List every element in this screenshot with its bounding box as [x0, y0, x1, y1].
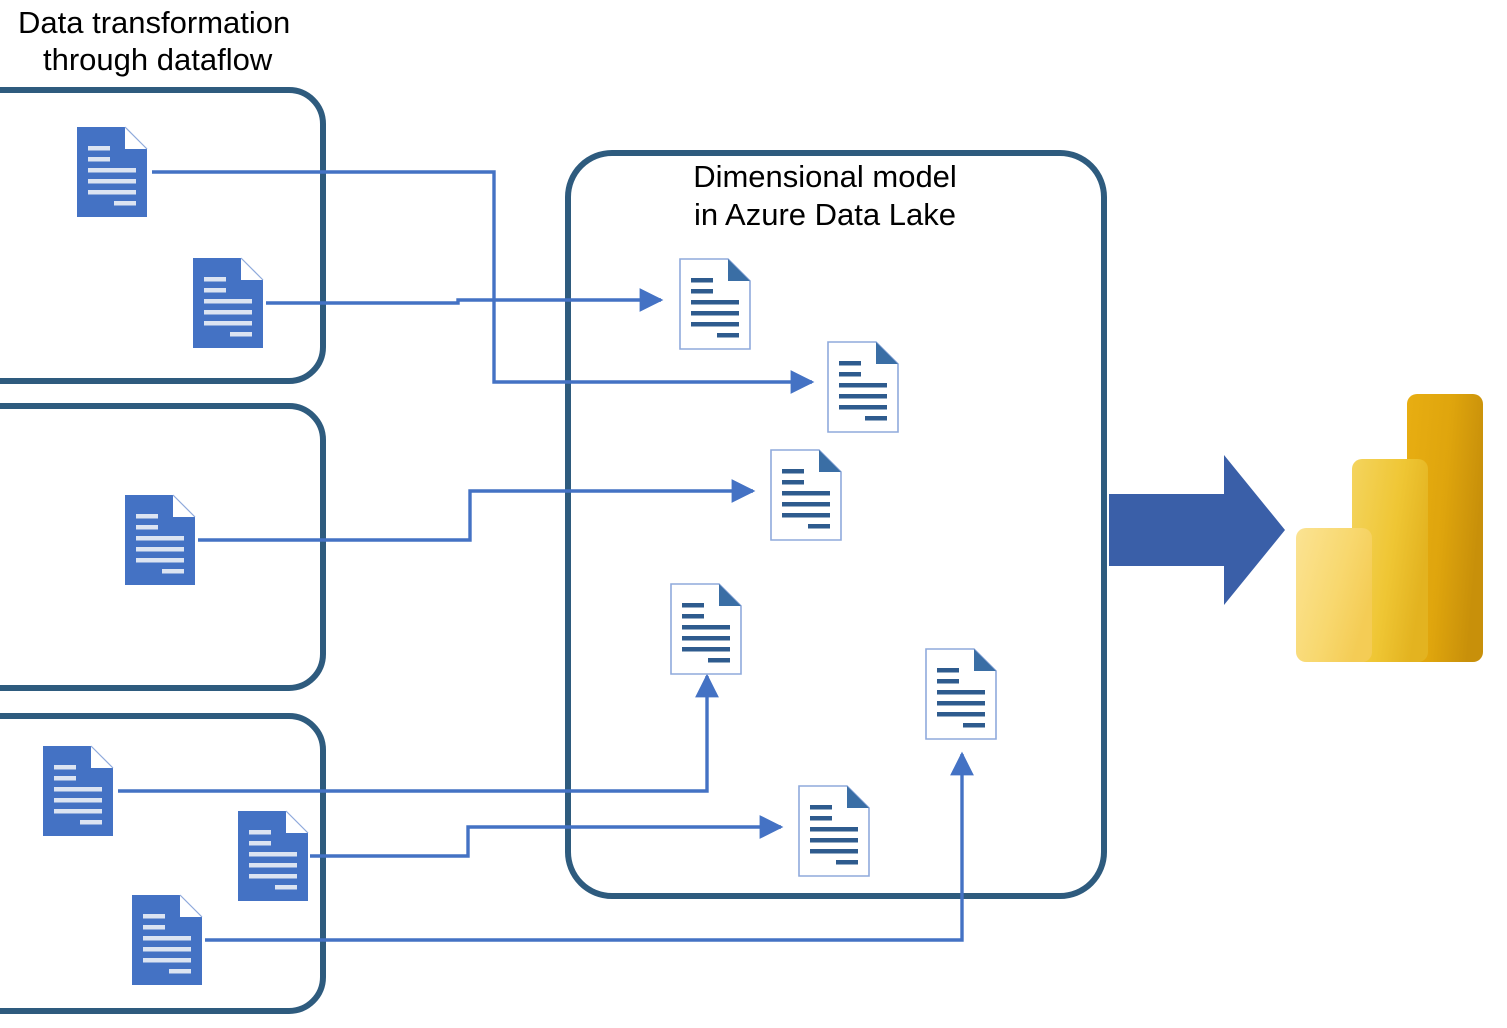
source-group-bottom[interactable] — [0, 713, 326, 1014]
source-group-middle[interactable] — [0, 403, 326, 691]
model-doc-6[interactable] — [925, 648, 997, 740]
output-block-arrow[interactable] — [1109, 455, 1285, 605]
power-bi-logo[interactable] — [1296, 394, 1483, 662]
connector-1 — [152, 170, 815, 394]
model-doc-5[interactable] — [798, 785, 870, 877]
source-doc-1[interactable] — [76, 126, 148, 218]
source-doc-2[interactable] — [192, 257, 264, 349]
model-doc-3[interactable] — [770, 449, 842, 541]
power-bi-bar-short — [1296, 528, 1372, 662]
source-group-top[interactable] — [0, 87, 326, 384]
page-title: Data transformation — [18, 5, 291, 40]
connector-6 — [205, 751, 974, 942]
connector-4 — [118, 673, 719, 793]
source-doc-3[interactable] — [124, 494, 196, 586]
connector-2 — [266, 288, 664, 312]
page-title-line-2: through dataflow — [43, 42, 273, 77]
dimensional-model-container[interactable] — [565, 150, 1107, 899]
source-doc-4[interactable] — [42, 745, 114, 837]
connector-3 — [198, 479, 756, 542]
source-doc-6[interactable] — [131, 894, 203, 986]
source-doc-5[interactable] — [237, 810, 309, 902]
model-doc-4[interactable] — [670, 583, 742, 675]
model-doc-1[interactable] — [679, 258, 751, 350]
dimensional-model-title: Dimensional model — [693, 159, 957, 194]
dimensional-model-title-line-2: in Azure Data Lake — [694, 197, 956, 232]
model-doc-2[interactable] — [827, 341, 899, 433]
connector-5 — [310, 815, 784, 858]
